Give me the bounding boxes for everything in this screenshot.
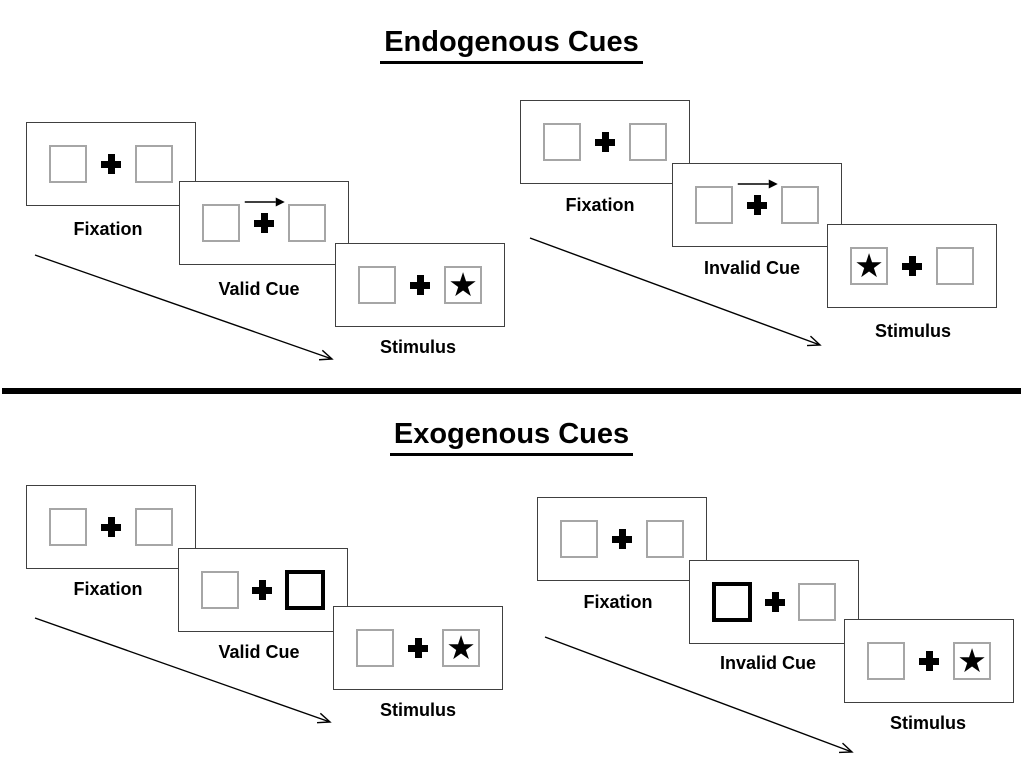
right-placeholder-box xyxy=(936,247,974,285)
left-placeholder-box xyxy=(202,204,240,242)
right-placeholder-box xyxy=(288,204,326,242)
section-title-text: Exogenous Cues xyxy=(389,418,634,456)
time-arrow xyxy=(34,254,334,361)
fixation-cross-icon xyxy=(612,529,632,549)
target-box: ★ xyxy=(444,266,482,304)
fixation-panel xyxy=(537,497,707,581)
left-placeholder-box xyxy=(543,123,581,161)
endogenous-section-title: Endogenous Cues xyxy=(0,26,1023,64)
time-arrow xyxy=(544,636,854,754)
target-box: ★ xyxy=(850,247,888,285)
target-box: ★ xyxy=(442,629,480,667)
left-placeholder-box xyxy=(358,266,396,304)
valid-cue-panel xyxy=(178,548,348,632)
fixation-cross-icon xyxy=(747,195,767,215)
star-stimulus-icon: ★ xyxy=(446,629,476,666)
right-arrow-icon xyxy=(737,179,778,189)
frame-label: Fixation xyxy=(583,592,653,612)
fixation-cross-icon xyxy=(101,154,121,174)
left-placeholder-box xyxy=(867,642,905,680)
star-stimulus-icon: ★ xyxy=(448,266,478,303)
invalid-cue-panel xyxy=(672,163,842,247)
frame-label: Stimulus xyxy=(379,337,457,357)
time-arrow xyxy=(529,237,822,347)
stimulus-panel: ★ xyxy=(827,224,997,308)
stimulus-panel: ★ xyxy=(335,243,505,327)
left-placeholder-box xyxy=(49,145,87,183)
right-arrow-icon xyxy=(244,197,285,207)
fixation-cross-icon xyxy=(595,132,615,152)
frame-label: Stimulus xyxy=(874,321,952,341)
frame-label: Stimulus xyxy=(889,713,967,733)
frame-label: Stimulus xyxy=(379,700,457,720)
central-cue xyxy=(244,197,285,233)
fixation-cross-icon xyxy=(765,592,785,612)
stimulus-panel: ★ xyxy=(844,619,1014,703)
left-placeholder-box xyxy=(356,629,394,667)
stimulus-panel: ★ xyxy=(333,606,503,690)
fixation-panel xyxy=(26,122,196,206)
exogenous-section-title: Exogenous Cues xyxy=(0,418,1023,456)
section-title-text: Endogenous Cues xyxy=(380,26,643,64)
fixation-cross-icon xyxy=(919,651,939,671)
fixation-cross-icon xyxy=(101,517,121,537)
frame-label: Invalid Cue xyxy=(719,653,817,673)
right-placeholder-box xyxy=(629,123,667,161)
left-placeholder-box xyxy=(49,508,87,546)
invalid-cue-panel xyxy=(689,560,859,644)
peripheral-cue-box xyxy=(712,582,752,622)
frame-label: Invalid Cue xyxy=(703,258,801,278)
star-stimulus-icon: ★ xyxy=(957,642,987,679)
frame-label: Fixation xyxy=(565,195,635,215)
target-box: ★ xyxy=(953,642,991,680)
fixation-cross-icon xyxy=(410,275,430,295)
star-stimulus-icon: ★ xyxy=(854,247,884,284)
fixation-cross-icon xyxy=(408,638,428,658)
fixation-panel xyxy=(520,100,690,184)
frame-label: Fixation xyxy=(73,219,143,239)
frame-label: Valid Cue xyxy=(218,279,300,299)
central-cue xyxy=(737,179,778,215)
fixation-cross-icon xyxy=(252,580,272,600)
left-placeholder-box xyxy=(560,520,598,558)
frame-label: Fixation xyxy=(73,579,143,599)
valid-cue-panel xyxy=(179,181,349,265)
fixation-panel xyxy=(26,485,196,569)
fixation-cross-icon xyxy=(254,213,274,233)
fixation-cross-icon xyxy=(902,256,922,276)
right-placeholder-box xyxy=(781,186,819,224)
time-arrow xyxy=(34,617,332,724)
section-divider xyxy=(2,388,1021,394)
frame-label: Valid Cue xyxy=(218,642,300,662)
left-placeholder-box xyxy=(201,571,239,609)
right-placeholder-box xyxy=(135,145,173,183)
left-placeholder-box xyxy=(695,186,733,224)
right-placeholder-box xyxy=(646,520,684,558)
right-placeholder-box xyxy=(135,508,173,546)
right-placeholder-box xyxy=(798,583,836,621)
peripheral-cue-box xyxy=(285,570,325,610)
